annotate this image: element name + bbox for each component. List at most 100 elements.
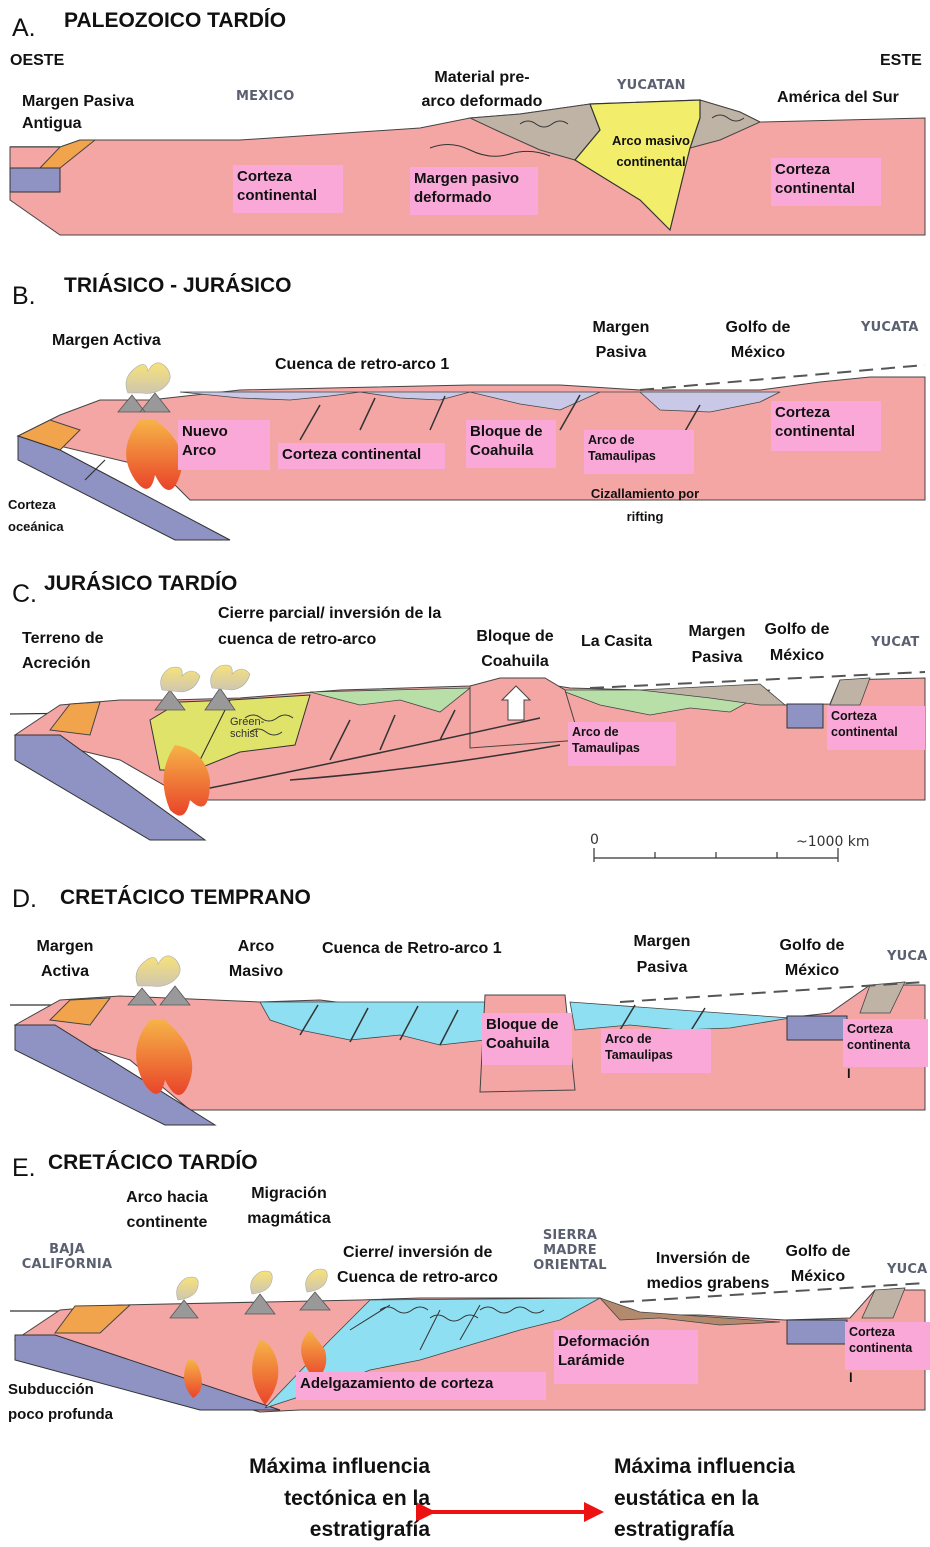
label-adelgazamiento: Adelgazamiento de corteza [296,1372,546,1400]
label-yucatan-d: YUCA [887,950,927,964]
label-yucatan-b: YUCATA [861,321,919,335]
label-america-sur: América del Sur [777,88,899,108]
label-margen-pasiva-b-2: Pasiva [586,343,656,363]
panel-b-letter: B. [12,282,36,311]
label-mexico: MEXICO [236,90,294,104]
label-corteza-oceanica-1: Corteza [8,497,56,513]
label-arco-masivo-d-1: Arco [216,937,296,957]
label-margen-activa-b: Margen Activa [52,331,161,351]
label-sierra-3: ORIENTAL [525,1259,615,1273]
label-sierra-1: SIERRA [525,1229,615,1243]
label-arco-masivo-d-2: Masivo [216,962,296,982]
label-migracion-1: Migración [234,1184,344,1204]
label-bloque-coahuila-c-1: Bloque de [465,627,565,647]
label-margen-activa-d-1: Margen [20,937,110,957]
label-subduccion-2: poco profunda [8,1406,113,1424]
label-margen-pasiva-1: Margen Pasiva [22,92,134,112]
label-la-casita: La Casita [581,632,652,652]
footer-eustatic-label: Máxima influencia eustática en la estrat… [614,1451,854,1546]
label-golfo-d-1: Golfo de [772,936,852,956]
label-margen-pasiva-b-1: Margen [586,318,656,338]
label-margen-pasiva-2: Antigua [22,114,82,134]
label-material-2: arco deformado [412,92,552,112]
label-subduccion-1: Subducción [8,1381,94,1399]
panel-e-letter: E. [12,1154,36,1183]
panel-a-heading: PALEOZOICO TARDÍO [64,9,286,33]
label-terreno-2: Acreción [22,654,90,674]
label-margen-pasiva-d-1: Margen [622,932,702,952]
label-corteza-continental-e-tail: l [849,1370,853,1386]
label-golfo-e-2: México [778,1267,858,1287]
label-yucatan-e: YUCA [887,1263,927,1277]
label-corteza-oceanica-2: oceánica [8,519,64,535]
label-golfo-c-1: Golfo de [757,620,837,640]
label-cierre-parcial-1: Cierre parcial/ inversión de la [218,604,441,624]
label-yucatan-c: YUCAT [871,636,919,650]
label-yucatan-a: YUCATAN [617,79,686,93]
label-material-1: Material pre- [412,68,552,88]
label-golfo-b-1: Golfo de [718,318,798,338]
label-cizallamiento-2: rifting [570,509,720,525]
panel-c-heading: JURÁSICO TARDÍO [44,572,237,596]
label-baja-california-1: BAJA [12,1243,122,1257]
label-arco-continente-1: Arco hacia [112,1188,222,1208]
label-arco-masivo-2: continental [596,154,706,170]
label-arco-continente-2: continente [112,1213,222,1233]
label-golfo-e-1: Golfo de [778,1242,858,1262]
label-terreno-1: Terreno de [22,629,104,649]
panel-d-letter: D. [12,885,37,914]
label-golfo-b-2: México [718,343,798,363]
scale-label-max: ~1000 km [796,834,870,850]
scale-bar [594,848,838,862]
label-cierre-e-2: Cuenca de retro-arco [337,1268,498,1288]
label-cizallamiento-1: Cizallamiento por [570,486,720,502]
label-este: ESTE [880,51,922,71]
panel-e-heading: CRETÁCICO TARDÍO [48,1151,258,1175]
label-margen-pasiva-c-1: Margen [677,622,757,642]
label-margen-pasiva-c-2: Pasiva [677,648,757,668]
scale-label-zero: 0 [590,832,599,848]
label-golfo-c-2: México [757,646,837,666]
label-inversion-2: medios grabens [638,1274,778,1294]
label-bloque-coahuila-c-2: Coahuila [465,652,565,672]
label-migracion-2: magmática [234,1209,344,1229]
label-cierre-e-1: Cierre/ inversión de [343,1243,492,1263]
label-corteza-continental-b: Corteza continental [278,443,445,469]
label-cierre-parcial-2: cuenca de retro-arco [218,630,376,650]
label-baja-california-2: CALIFORNIA [12,1258,122,1272]
label-cuenca-retroarco-d: Cuenca de Retro-arco 1 [322,939,502,959]
footer-tectonic-label: Máxima influencia tectónica en la estrat… [220,1451,430,1546]
label-margen-activa-d-2: Activa [20,962,110,982]
label-greenschist: Green-schist [230,716,264,740]
label-golfo-d-2: México [772,961,852,981]
label-corteza-continental-d-tail: l [847,1066,851,1082]
panel-d-heading: CRETÁCICO TEMPRANO [60,886,311,910]
label-margen-pasiva-d-2: Pasiva [622,958,702,978]
panel-c-letter: C. [12,580,37,609]
panel-a-letter: A. [12,14,36,43]
label-oeste: OESTE [10,51,64,71]
section-c [10,665,925,840]
label-arco-masivo-1: Arco masivo [596,133,706,149]
label-inversion-1: Inversión de [638,1249,768,1269]
panel-b-heading: TRIÁSICO - JURÁSICO [64,274,292,298]
section-d [10,956,925,1125]
label-sierra-2: MADRE [525,1244,615,1258]
label-cuenca-retroarco-b: Cuenca de retro-arco 1 [275,355,449,375]
